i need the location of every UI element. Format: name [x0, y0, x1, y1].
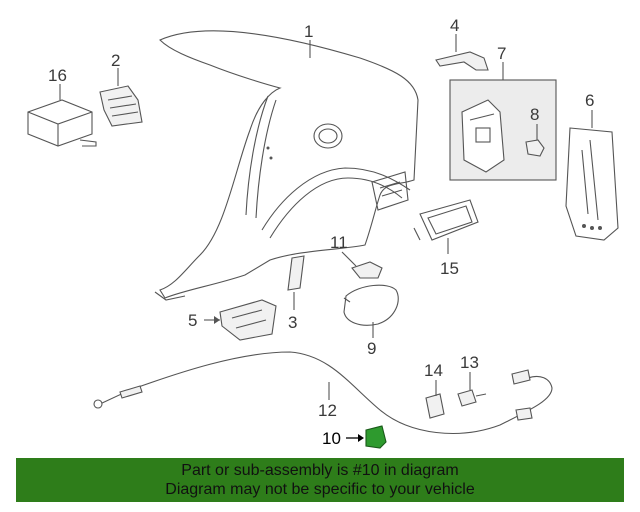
- callout-16: 16: [48, 66, 67, 85]
- grommet-part-8: [525, 139, 545, 157]
- banner-line-2: Diagram may not be specific to your vehi…: [165, 481, 475, 498]
- quarter-panel-part: [154, 30, 419, 301]
- callout-14: 14: [424, 361, 443, 380]
- callout-6: 6: [585, 91, 594, 110]
- callout-5: 5: [188, 311, 197, 330]
- reinforcement-part-6: [565, 127, 619, 241]
- callout-12: 12: [318, 401, 337, 420]
- clip-part-4: [435, 51, 489, 71]
- callout-3: 3: [288, 313, 297, 332]
- callout-2: 2: [111, 51, 120, 70]
- callout-8: 8: [530, 105, 539, 124]
- callout-15: 15: [440, 259, 459, 278]
- clip-part-13: [457, 389, 487, 407]
- bracket-part-2: [99, 85, 143, 127]
- callout-7: 7: [497, 44, 506, 63]
- info-banner: Part or sub-assembly is #10 in diagram D…: [16, 458, 624, 502]
- parts-diagram: 1 2 16 4 7 8 6: [27, 16, 619, 449]
- callout-1: 1: [304, 22, 313, 41]
- callout-9: 9: [367, 339, 376, 358]
- molding-part-3: [287, 255, 305, 291]
- fuel-door-housing-group-7: [449, 79, 557, 181]
- callout-10: 10: [322, 429, 341, 448]
- fuel-door-pocket-part-15: [413, 199, 479, 241]
- bracket-part-5: [219, 299, 277, 341]
- module-box-part-16: [27, 99, 97, 147]
- release-cable-part-12: [93, 351, 553, 434]
- lever-part-10-highlighted: [365, 425, 387, 449]
- banner-line-1: Part or sub-assembly is #10 in diagram: [181, 462, 459, 479]
- clamp-part-14: [425, 393, 445, 419]
- callout-13: 13: [460, 353, 479, 372]
- hinge-part-11: [351, 261, 383, 279]
- callout-11: 11: [330, 233, 348, 252]
- callout-4: 4: [450, 16, 459, 35]
- fuel-door-part-9: [343, 284, 399, 326]
